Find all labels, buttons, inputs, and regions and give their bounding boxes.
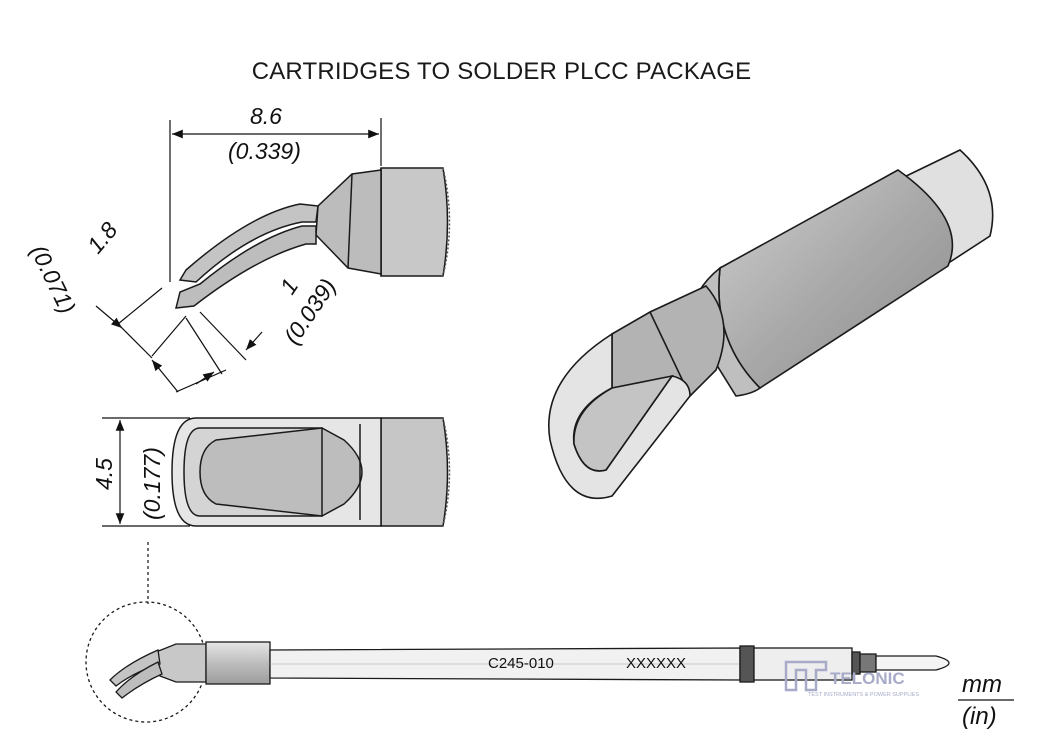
top-view <box>171 417 451 527</box>
brand-logo-icon <box>784 660 828 692</box>
lot-code-label: XXXXXX <box>626 655 686 672</box>
top-blade <box>199 427 363 517</box>
dim-height-mm: 4.5 <box>91 458 117 490</box>
unit-secondary: (in) <box>962 703 997 730</box>
units-legend: mm (in) <box>958 671 1014 730</box>
side-prong-upper <box>178 203 319 283</box>
dim-length-mm: 8.6 <box>250 103 282 129</box>
iso-blade <box>611 285 725 397</box>
side-sleeve <box>380 167 449 277</box>
iso-cylinder <box>718 169 954 390</box>
dim-height-in: (0.177) <box>139 447 165 520</box>
brand-logo: TELONIC TEST INSTRUMENTS & POWER SUPPLIE… <box>784 660 919 698</box>
dim-length <box>169 118 382 282</box>
dim-height <box>102 417 190 604</box>
dim-tip-width <box>95 287 187 393</box>
dim-length-in: (0.339) <box>228 138 301 164</box>
top-sleeve <box>380 417 449 527</box>
side-prong-lower <box>175 225 317 309</box>
cartridge-full <box>85 601 950 723</box>
brand-tagline: TEST INSTRUMENTS & POWER SUPPLIES <box>808 692 919 698</box>
part-number-label: C245-010 <box>488 655 554 672</box>
brand-name: TELONIC <box>830 669 905 688</box>
iso-view <box>548 149 994 500</box>
dim-tip-gap <box>175 311 263 393</box>
dim-tip-gap-mm: 1 <box>275 274 304 299</box>
dim-tip-width-in: (0.071) <box>26 241 81 318</box>
unit-primary: mm <box>962 671 1002 698</box>
diagram-title: CARTRIDGES TO SOLDER PLCC PACKAGE <box>251 58 752 85</box>
dim-tip-width-mm: 1.8 <box>82 217 123 258</box>
side-view <box>175 167 451 309</box>
